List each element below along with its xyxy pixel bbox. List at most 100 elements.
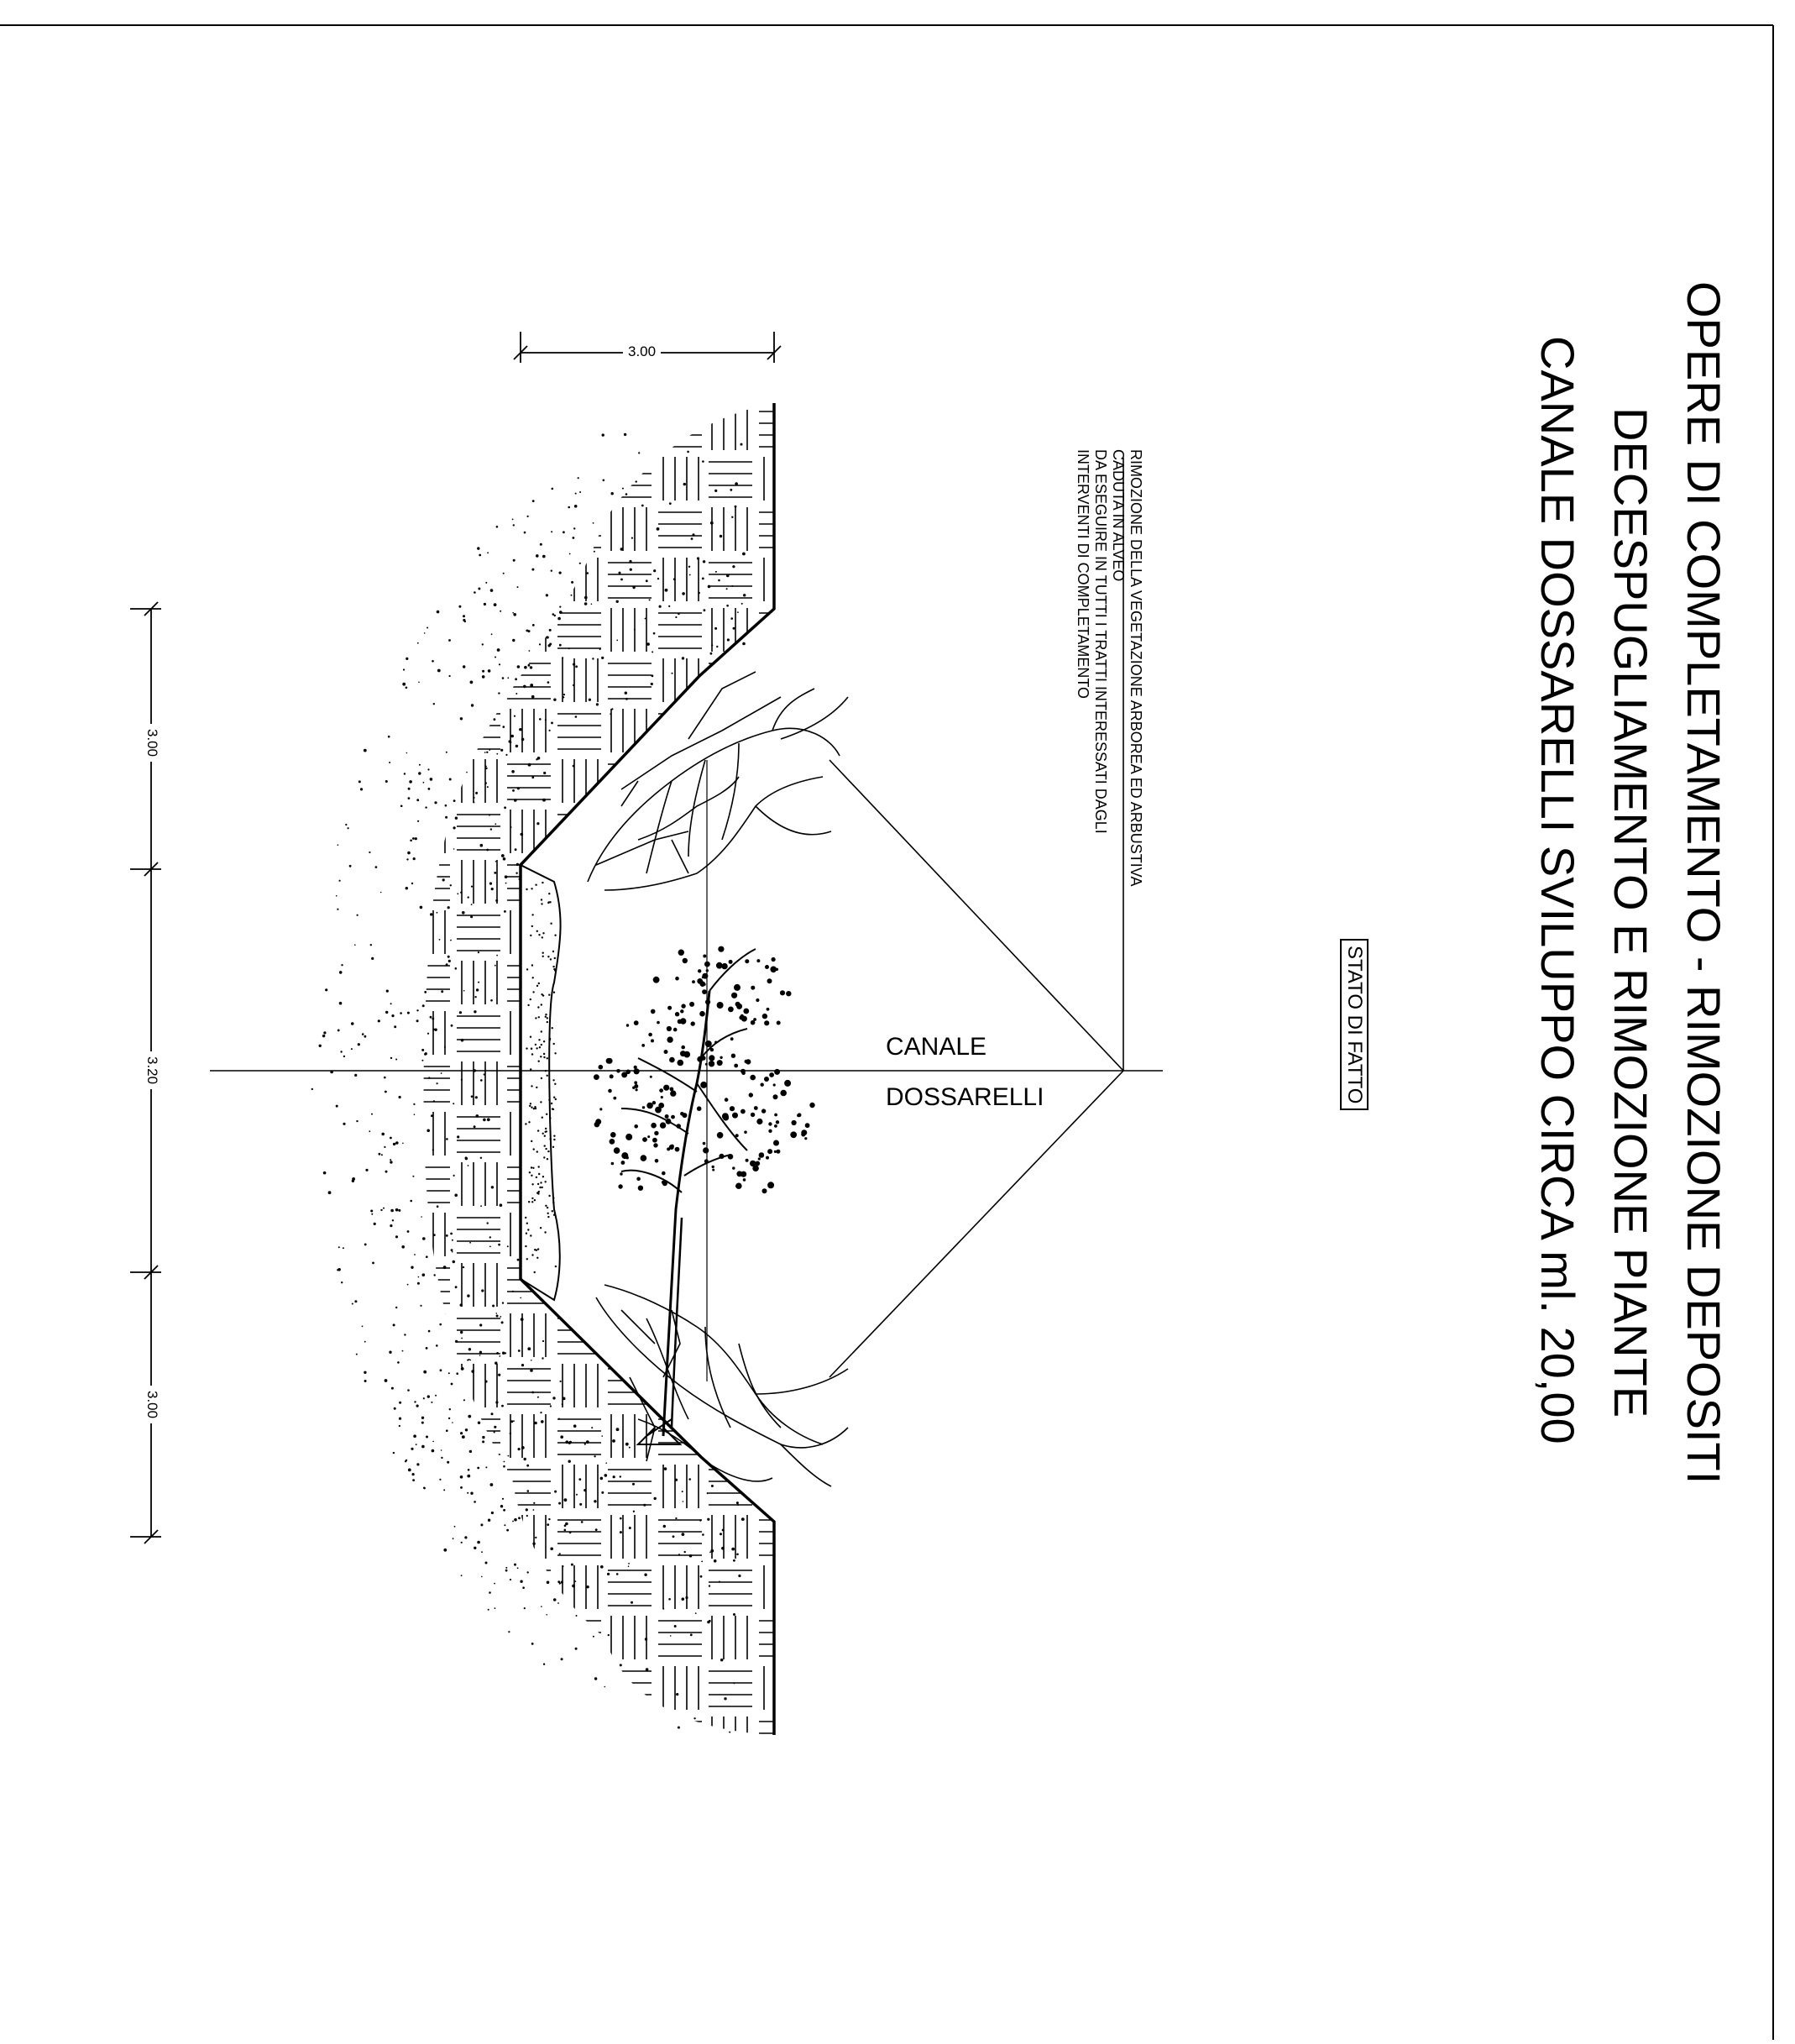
sediment-dot	[529, 998, 531, 1001]
speckle-dot	[423, 632, 426, 634]
speckle-dot	[516, 1567, 519, 1570]
speckle-dot	[356, 1119, 358, 1123]
speckle-dot	[425, 806, 427, 809]
speckle-dot	[407, 851, 411, 855]
foliage-dot	[774, 1124, 777, 1128]
foliage-dot	[724, 1098, 729, 1102]
speckle-dot	[487, 552, 489, 554]
speckle-dot	[522, 1586, 525, 1589]
speckle-dot	[389, 762, 391, 763]
speckle-dot	[381, 1132, 385, 1136]
speckle-dot	[495, 656, 496, 658]
foliage-dot	[745, 1158, 749, 1162]
foliage-dot	[730, 1053, 736, 1058]
speckle-dot	[405, 686, 408, 689]
sediment-dot	[538, 1172, 541, 1176]
speckle-dot	[506, 1528, 509, 1532]
foliage-dot	[613, 1147, 620, 1154]
speckle-dot	[416, 1404, 419, 1407]
speckle-dot	[468, 1414, 472, 1418]
speckle-dot	[421, 1421, 424, 1424]
speckle-dot	[417, 1276, 420, 1278]
speckle-dot	[412, 1479, 415, 1481]
foliage-dot	[699, 981, 706, 987]
sediment-dot	[547, 1212, 549, 1215]
foliage-dot	[680, 1009, 684, 1014]
speckle-dot	[435, 1394, 437, 1397]
sediment-dot	[525, 1216, 527, 1219]
sediment-dot	[552, 1213, 556, 1216]
speckle-dot	[601, 433, 604, 437]
speckle-dot	[571, 580, 574, 584]
speckle-dot	[421, 1444, 425, 1449]
foliage-dot	[728, 1006, 734, 1013]
speckle-dot	[384, 1145, 386, 1148]
foliage-dot	[659, 1122, 667, 1129]
dimension-top-text: 3.00	[623, 344, 662, 359]
sediment-dot	[544, 1015, 547, 1018]
speckle-dot	[432, 1440, 434, 1443]
speckle-dot	[311, 1088, 313, 1091]
sediment-dot	[537, 1060, 540, 1062]
foliage-dot	[764, 1077, 769, 1082]
speckle-dot	[390, 1136, 392, 1140]
speckle-dot	[523, 1607, 526, 1610]
embankment-hatch	[423, 403, 774, 1735]
speckle-dot	[358, 780, 361, 784]
speckle-dot	[511, 518, 514, 521]
speckle-dot	[390, 1056, 393, 1060]
foliage-dot	[652, 1101, 657, 1105]
sediment-dot	[530, 1047, 533, 1050]
foliage-dot	[774, 1113, 777, 1117]
speckle-dot	[340, 1051, 343, 1053]
speckle-dot	[470, 1491, 474, 1495]
speckle-dot	[394, 1025, 397, 1029]
speckle-dot	[427, 626, 429, 629]
speckle-dot	[410, 839, 412, 842]
speckle-dot	[483, 602, 487, 606]
foliage-dot	[697, 1056, 704, 1062]
sediment-dot	[552, 1201, 555, 1204]
speckle-dot	[592, 1635, 594, 1638]
foliage-dot	[732, 1112, 738, 1119]
speckle-dot	[405, 887, 408, 890]
speckle-dot	[445, 815, 448, 819]
foliage-dot	[709, 1055, 715, 1061]
speckle-dot	[604, 1685, 606, 1688]
speckle-dot	[393, 1407, 396, 1410]
sediment-dot	[537, 982, 540, 985]
speckle-dot	[563, 531, 565, 534]
speckle-dot	[384, 1090, 387, 1093]
speckle-dot	[546, 1580, 550, 1585]
speckle-dot	[456, 1372, 458, 1375]
speckle-dot	[494, 1607, 496, 1609]
sediment-dot	[550, 922, 552, 925]
note-line-4: INTERVENTI DI COMPLETAMENTO	[1075, 449, 1091, 700]
sediment-dot	[533, 1199, 536, 1202]
foliage-dot	[773, 1150, 777, 1153]
sediment-dot	[531, 1174, 533, 1177]
foliage-dot	[756, 959, 761, 963]
sediment-dot	[535, 1176, 538, 1179]
sediment-dot	[534, 1043, 537, 1046]
speckle-dot	[444, 804, 447, 807]
speckle-dot	[351, 1302, 353, 1305]
channel-profile	[519, 403, 776, 1735]
foliage-dot	[714, 1040, 718, 1044]
sediment-dot	[536, 1248, 540, 1250]
foliage-dot	[667, 1036, 673, 1043]
foliage-dot	[680, 1112, 684, 1116]
speckle-dot	[363, 748, 367, 752]
speckle-dot	[459, 1475, 463, 1479]
speckle-dot	[498, 692, 500, 694]
foliage-dot	[765, 965, 769, 969]
sediment-dot	[527, 1004, 530, 1007]
speckle-dot	[416, 1019, 419, 1023]
speckle-dot	[531, 1643, 534, 1645]
foliage-dot	[767, 1149, 773, 1155]
foliage-dot	[766, 1156, 769, 1160]
foliage-dot	[756, 998, 760, 1003]
foliage-dot	[768, 1122, 772, 1126]
foliage-dot	[683, 1051, 691, 1058]
speckle-dot	[389, 1350, 392, 1354]
